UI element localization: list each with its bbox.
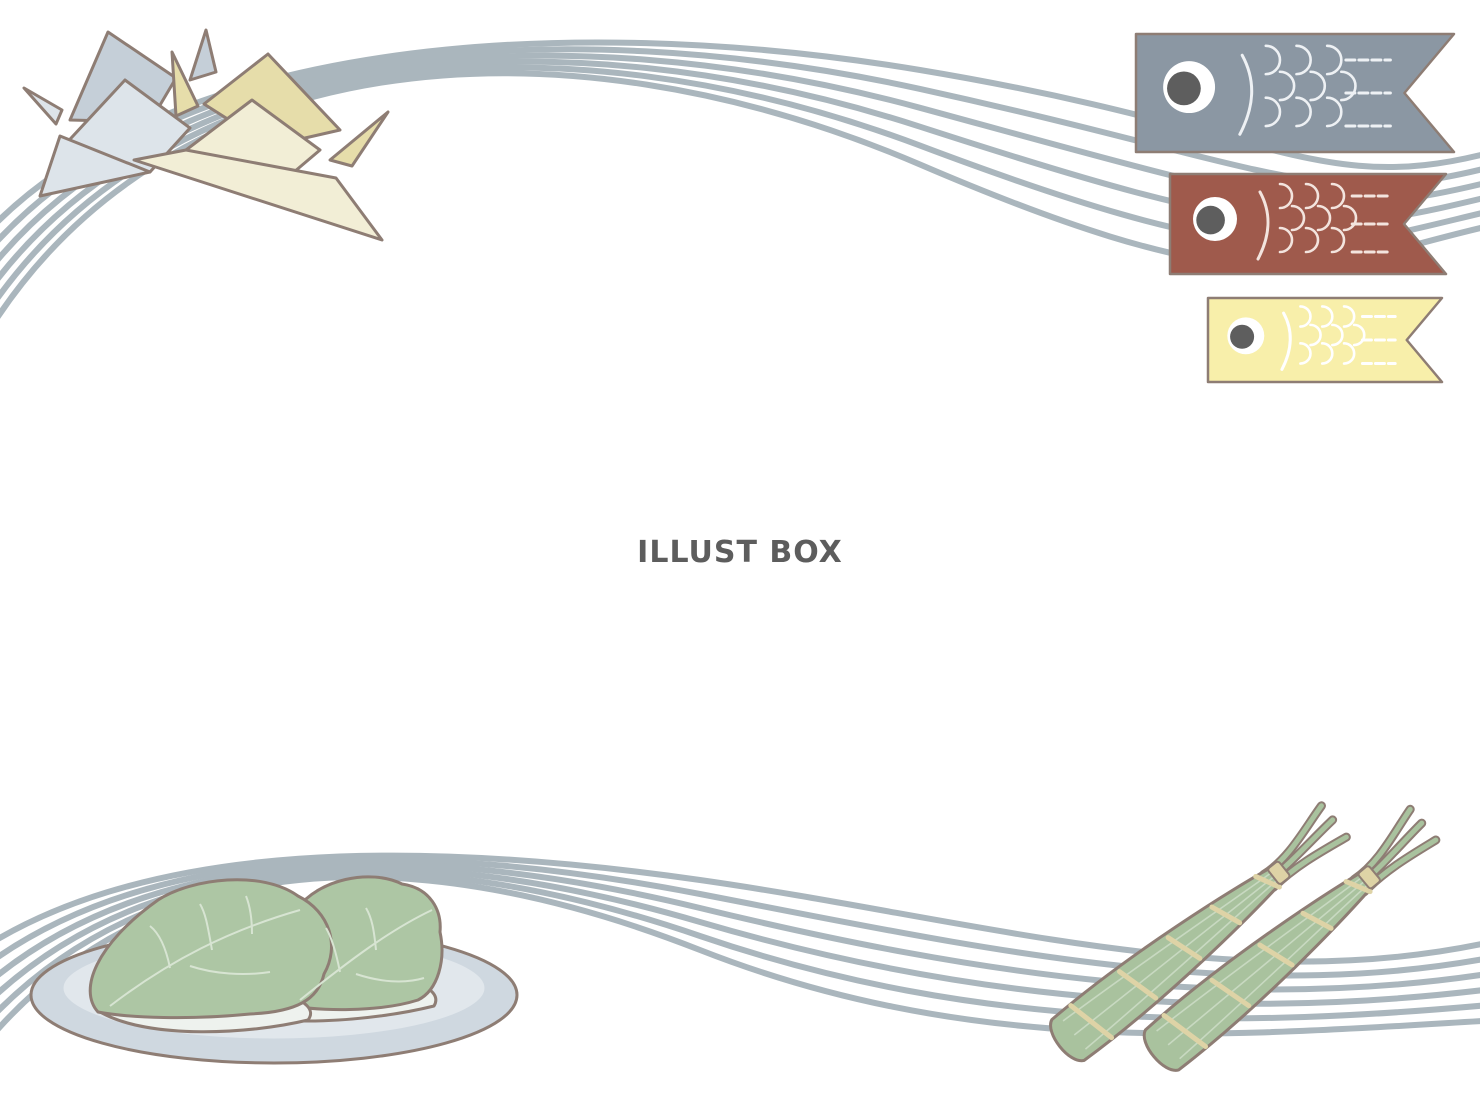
koi-scale <box>1340 70 1357 102</box>
chimaki-icon <box>1049 801 1441 1072</box>
chimaki-string <box>1209 904 1243 926</box>
kabuto-fold <box>188 28 218 82</box>
kabuto-fold <box>132 148 384 242</box>
kabuto-fold <box>38 134 152 198</box>
koi-scale <box>1320 342 1334 365</box>
kashiwa-mochi-icon <box>29 875 519 1065</box>
koi-scale <box>1290 204 1306 232</box>
koi-flag <box>1168 172 1448 276</box>
chimaki-leaf-line <box>1073 876 1274 1036</box>
koi-scale <box>1342 204 1358 232</box>
koi-scale <box>1342 342 1356 365</box>
chimaki-string <box>1068 1003 1115 1041</box>
koi-scale <box>1304 226 1320 254</box>
koi-scale <box>1278 226 1294 254</box>
koi-scale <box>1264 44 1282 76</box>
koi-flag <box>1206 296 1444 384</box>
koi-scale <box>1278 70 1296 102</box>
chimaki-roll <box>1142 804 1441 1072</box>
koi-scale <box>1320 305 1334 328</box>
chimaki-leaf-line <box>1062 872 1271 1022</box>
koi-scale <box>1331 323 1344 347</box>
koi-scale <box>1316 204 1332 232</box>
koi-scale <box>1330 226 1346 254</box>
chimaki-string <box>1253 873 1282 890</box>
koi-scale <box>1264 96 1282 128</box>
koi-scale <box>1309 70 1327 102</box>
chimaki-leaf-line <box>1084 880 1277 1050</box>
chimaki-roll <box>1049 801 1351 1062</box>
watermark-text: ILLUST BOX <box>637 535 843 570</box>
koi-scale <box>1342 305 1356 328</box>
koi-body <box>1206 296 1444 384</box>
kabuto-fold <box>22 86 64 126</box>
koi-eye-pupil <box>1230 324 1255 349</box>
chimaki-tie <box>1357 865 1381 890</box>
koi-flag <box>1134 32 1456 154</box>
chimaki-string <box>1300 910 1334 931</box>
koi-body <box>1168 172 1448 276</box>
chimaki-string <box>1209 977 1252 1009</box>
koi-scale <box>1295 44 1312 76</box>
koi-gill <box>1238 53 1254 136</box>
koi-scale <box>1299 305 1312 328</box>
kabuto-helmet-icon <box>22 28 390 242</box>
koi-scale <box>1304 182 1320 210</box>
kabuto-fold <box>328 110 390 168</box>
chimaki-string <box>1161 1012 1209 1050</box>
chimaki-string <box>1257 942 1295 968</box>
kabuto-fold <box>170 50 200 118</box>
koi-scale <box>1278 182 1294 210</box>
koi-eye-pupil <box>1196 205 1225 235</box>
koinobori-icon <box>1134 32 1456 384</box>
leaf-veins <box>109 895 433 1007</box>
koi-scale <box>1295 96 1312 128</box>
koi-scale <box>1352 323 1366 347</box>
chimaki-leaf-line <box>1167 881 1365 1046</box>
koi-scale <box>1309 323 1322 347</box>
koi-scale <box>1330 182 1346 210</box>
chimaki-leaf-line <box>1179 884 1368 1060</box>
chimaki-string <box>1116 969 1159 1001</box>
koi-scale <box>1299 342 1312 365</box>
koi-gill <box>1280 311 1292 371</box>
koi-eye-pupil <box>1167 71 1201 106</box>
koi-gill <box>1256 190 1270 261</box>
chimaki-string <box>1343 879 1373 895</box>
koi-scale <box>1325 44 1343 76</box>
chimaki-string <box>1165 935 1203 961</box>
chimaki-tie <box>1267 860 1291 885</box>
koi-scale <box>1325 96 1343 128</box>
koi-body <box>1134 32 1456 154</box>
chimaki-leaf-line <box>1156 877 1362 1032</box>
